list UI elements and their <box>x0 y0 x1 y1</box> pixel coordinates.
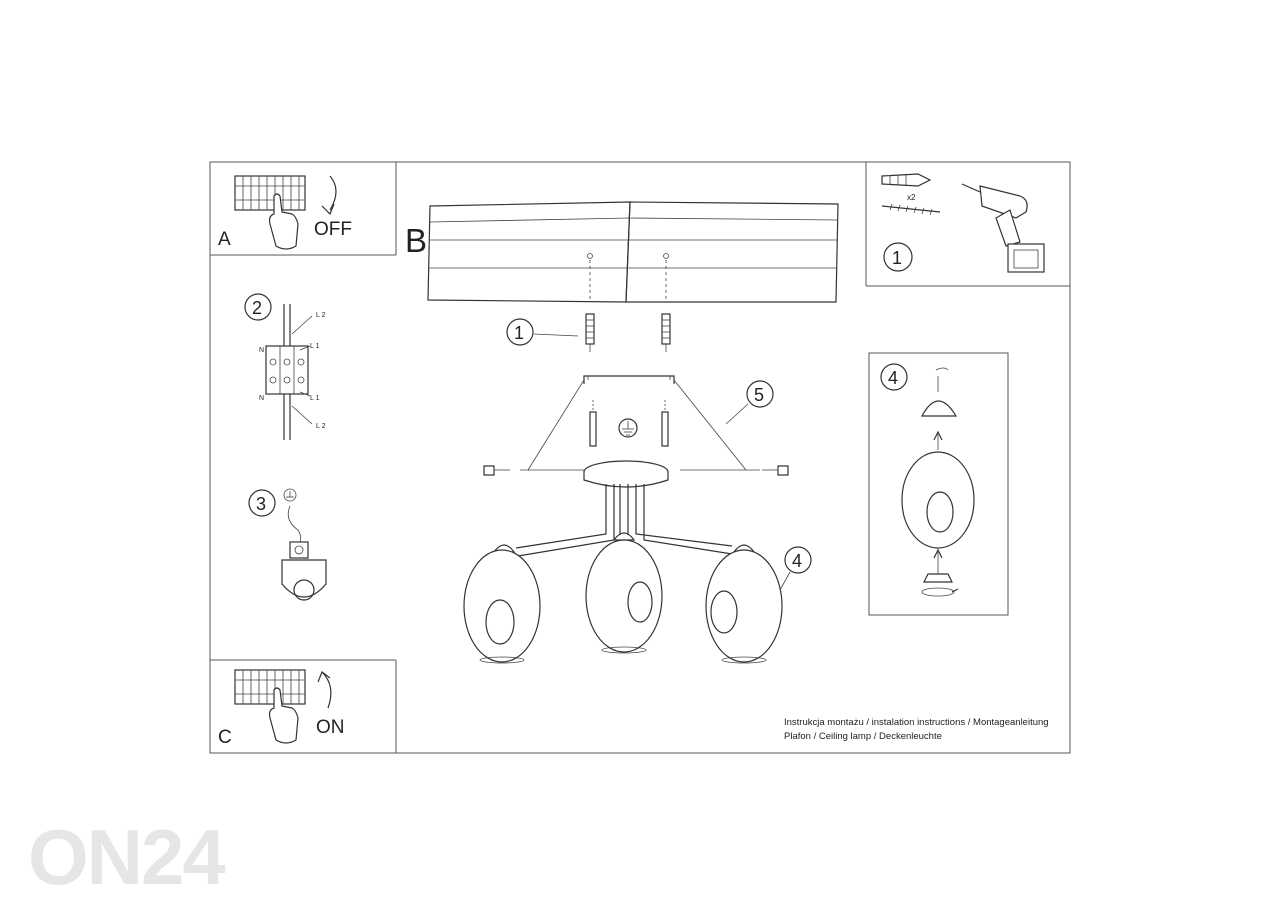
canopy-cone: 5 <box>520 379 774 471</box>
callout-drill-panel: 1 <box>892 248 902 268</box>
callout-shades-circle <box>784 546 812 574</box>
wire-label-l1-top: L 1 <box>310 343 320 350</box>
callout-shade-detail: 4 <box>888 368 898 388</box>
arrow-up-icon <box>317 671 332 709</box>
wire-label-l2-bottom: L 2 <box>316 423 326 430</box>
wire-label-l1-bottom: L 1 <box>310 395 320 402</box>
callout-shade-detail-circle <box>880 363 908 391</box>
screw-icon <box>881 203 941 216</box>
breaker-box-icon <box>234 175 306 211</box>
dowel-pack-icon <box>881 173 932 187</box>
arrow-down-icon <box>321 175 337 216</box>
caption-line-2: Plafon / Ceiling lamp / Deckenleuchte <box>784 731 942 742</box>
shade-right <box>705 544 783 664</box>
wire-label-n-bottom: N <box>259 395 264 402</box>
ceiling-board-right <box>625 201 839 303</box>
socket-cap-icon <box>920 400 958 417</box>
ground-terminal-icon <box>281 541 327 601</box>
callout-dowels-circle <box>506 318 534 346</box>
drill-hole-right <box>663 253 669 259</box>
callout-dowels: 1 <box>514 323 524 343</box>
shade-detail-frame <box>868 352 1009 616</box>
step-b-letter: B <box>405 222 427 259</box>
glass-shade-icon <box>901 451 975 549</box>
brand-watermark: ON24 <box>28 813 226 901</box>
drill-icon <box>961 183 1045 273</box>
wire-label-n-top: N <box>259 347 264 354</box>
step-a-action: OFF <box>314 219 352 240</box>
sheet-frame <box>209 161 1071 754</box>
callout-ground: 3 <box>256 494 266 514</box>
ground-panel: 3 <box>248 488 327 601</box>
dowel-right-icon <box>661 313 671 352</box>
shade-center <box>585 532 663 654</box>
shade-detail-panel: 4 <box>880 363 975 597</box>
mounting-plate <box>583 375 675 447</box>
drill-hole-left <box>587 253 593 259</box>
hand-icon <box>268 193 299 250</box>
panel-a: A OFF <box>218 175 352 250</box>
step-c-letter: C <box>218 727 232 748</box>
wiring-panel: 2 L 2 L 1 N N L 1 L 2 <box>244 293 326 440</box>
hand-icon-c <box>268 687 299 744</box>
side-screw-right-icon <box>762 465 789 476</box>
callout-ground-circle <box>248 489 276 517</box>
tools-panel: x2 1 <box>881 173 1045 273</box>
side-screw-left-icon <box>483 465 510 476</box>
ceiling-panel: B <box>405 201 839 303</box>
lamp-assembly: 4 <box>463 460 812 664</box>
ring-nut-icon <box>923 573 953 583</box>
callout-wiring-circle <box>244 293 272 321</box>
ground-symbol-icon <box>618 418 638 438</box>
callout-canopy: 5 <box>754 385 764 405</box>
step-c-action: ON <box>316 717 345 738</box>
callout-shades: 4 <box>792 551 802 571</box>
shade-left <box>463 544 541 664</box>
callout-drill-panel-circle <box>883 242 913 272</box>
panel-c: C ON <box>218 669 345 748</box>
breaker-box-icon-c <box>234 669 306 705</box>
callout-wiring: 2 <box>252 298 262 318</box>
wire-label-l2-top: L 2 <box>316 312 326 319</box>
step-a-letter: A <box>218 229 231 250</box>
ground-small-icon <box>283 488 297 502</box>
caption-line-1: Instrukcja montażu / instalation instruc… <box>784 717 1049 728</box>
wall-dowels: 1 <box>506 313 671 352</box>
ceiling-board-left <box>427 201 631 303</box>
instructions-caption: Instrukcja montażu / instalation instruc… <box>784 716 1074 744</box>
terminal-block-icon <box>265 304 313 440</box>
callout-canopy-circle <box>746 380 774 408</box>
hardware-quantity: x2 <box>907 193 916 202</box>
dowel-left-icon <box>585 313 595 352</box>
